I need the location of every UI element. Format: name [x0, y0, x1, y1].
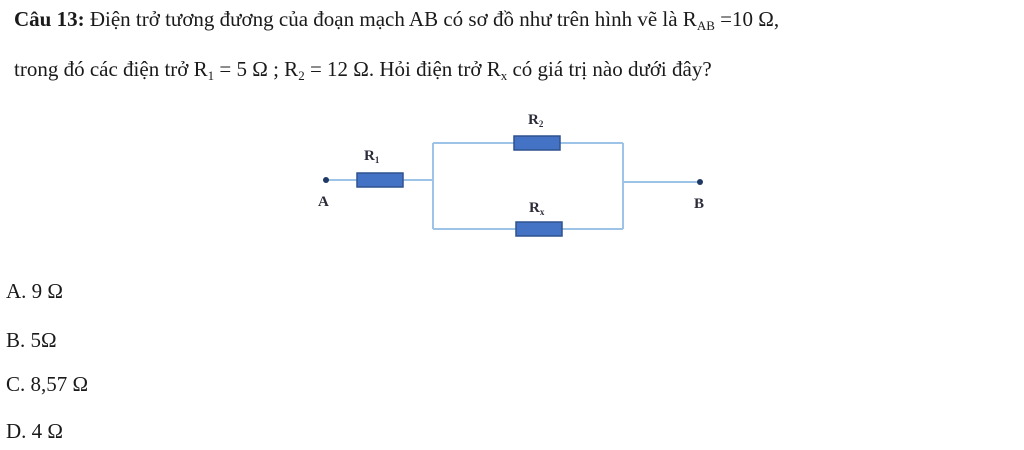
question-text-2d: có giá trị nào dưới đây? [512, 57, 712, 81]
rab-value: =10 Ω, [720, 7, 780, 31]
r2-subscript: 2 [298, 68, 305, 83]
option-d[interactable]: D. 4 Ω [6, 419, 64, 443]
resistor-r1 [356, 172, 404, 188]
r1-subscript: 1 [207, 68, 215, 83]
label-r2: R2 [528, 112, 544, 129]
label-rx: Rx [529, 200, 545, 217]
resistor-rx [515, 221, 563, 237]
question-text-2b: = 5 Ω ; R [219, 57, 299, 81]
label-terminal-a: A [318, 194, 329, 210]
question-line-2: trong đó các điện trở R1 = 5 Ω ; R2 = 12… [14, 56, 712, 82]
question-line-1: Câu 13: Điện trở tương đương của đoạn mạ… [14, 6, 779, 32]
label-r1: R1 [364, 148, 380, 165]
terminal-b-dot [697, 179, 703, 185]
label-terminal-b: B [694, 196, 704, 212]
rx-subscript: x [500, 68, 508, 83]
question-text-1: Điện trở tương đương của đoạn mạch AB có… [89, 7, 697, 31]
resistor-r2 [513, 135, 561, 151]
option-c[interactable]: C. 8,57 Ω [6, 372, 89, 396]
option-a[interactable]: A. 9 Ω [6, 279, 64, 303]
terminal-a-dot [323, 177, 329, 183]
question-text-2c: = 12 Ω. Hỏi điện trở R [309, 57, 501, 81]
rab-subscript: AB [696, 18, 715, 33]
option-b[interactable]: B. 5Ω [6, 328, 57, 352]
question-text-2a: trong đó các điện trở R [14, 57, 208, 81]
question-number: Câu 13: [14, 7, 85, 31]
